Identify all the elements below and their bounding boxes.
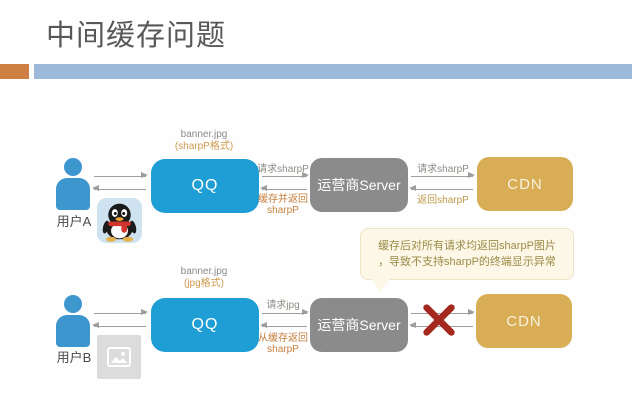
file-label-a: banner.jpg (sharpP格式) (150, 129, 258, 153)
return-server-line1: 从缓存返回 (258, 333, 308, 344)
user-b-person-icon (56, 295, 90, 347)
arrow-right-icon (94, 172, 148, 178)
callout-line1: 缓存后对所有请求均返回sharpP图片 (378, 240, 556, 252)
broken-image-icon (97, 335, 141, 379)
arrow-right-icon (262, 309, 309, 315)
callout-tail (372, 279, 390, 292)
qq-penguin-app-icon (97, 198, 142, 243)
page-title: 中间缓存问题 (46, 20, 227, 52)
arrow-right-icon (411, 172, 475, 178)
file-format: (sharpP格式) (174, 141, 234, 152)
blocked-red-x-icon (420, 302, 458, 343)
cdn-box-a: CDN (477, 157, 573, 211)
user-b-label: 用户B (56, 350, 92, 365)
arrow-left-icon (409, 185, 473, 191)
file-name: banner.jpg (180, 129, 228, 140)
user-a-label: 用户A (56, 214, 92, 229)
request-server-label-a: 请求sharpP (257, 164, 309, 175)
server-box-b: 运营商Server (310, 298, 408, 352)
person-head (64, 158, 82, 176)
request-server-label-b: 请求jpg (266, 300, 300, 311)
arrow-left-icon (260, 322, 307, 328)
cache-warning-callout: 缓存后对所有请求均返回sharpP图片 ，导致不支持sharpP的终端显示异常 (360, 228, 574, 280)
arrow-right-icon (94, 309, 148, 315)
user-a-person-icon (56, 158, 90, 210)
qq-box-b: QQ (151, 298, 259, 352)
arrow-left-icon (92, 185, 146, 191)
callout-line2: ，导致不支持sharpP的终端显示异常 (378, 256, 556, 268)
person-torso (56, 315, 90, 347)
qq-box-a: QQ (151, 159, 259, 213)
arrow-left-icon (260, 185, 307, 191)
request-cdn-label-a: 请求sharpP (417, 164, 469, 175)
return-cdn-label-a: 返回sharpP (417, 195, 469, 206)
arrow-right-icon (262, 172, 309, 178)
file-label-b: banner.jpg (jpg格式) (150, 266, 258, 290)
return-server-line2: sharpP (267, 205, 299, 216)
person-torso (56, 178, 90, 210)
cdn-box-b: CDN (476, 294, 572, 348)
accent-bar-orange (0, 64, 29, 79)
server-box-a: 运营商Server (310, 158, 408, 212)
return-server-label-a: 缓存并返回 sharpP (250, 194, 316, 216)
file-name: banner.jpg (180, 266, 228, 277)
return-server-line2: sharpP (267, 344, 299, 355)
arrow-left-icon (92, 322, 146, 328)
file-format: (jpg格式) (183, 278, 224, 289)
return-server-line1: 缓存并返回 (258, 194, 308, 205)
accent-bar-blue (34, 64, 632, 79)
return-server-label-b: 从缓存返回 sharpP (250, 333, 316, 355)
person-head (64, 295, 82, 313)
